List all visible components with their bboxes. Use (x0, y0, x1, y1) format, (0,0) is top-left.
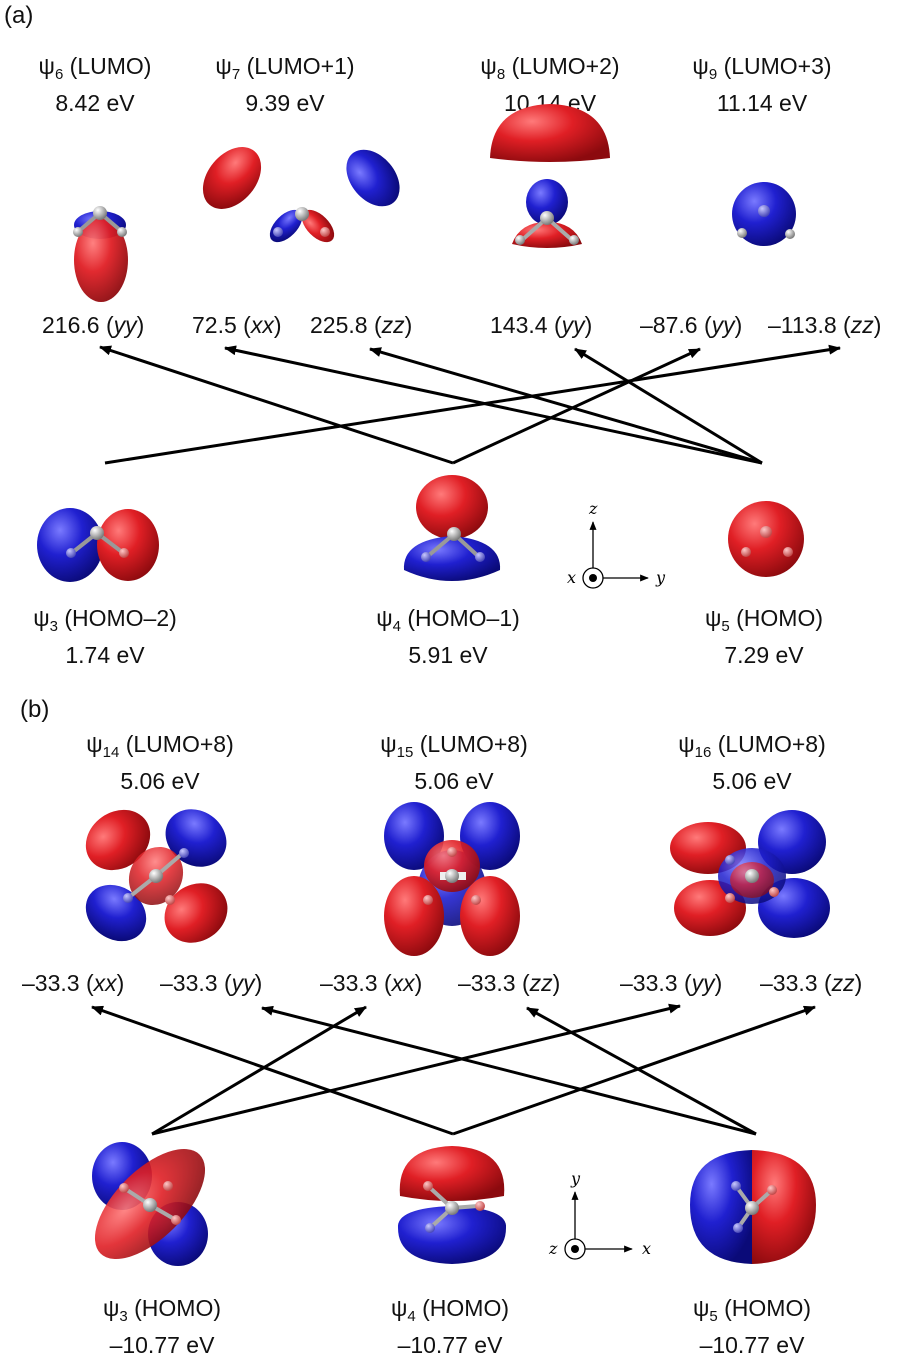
panel-a-label: (a) (4, 2, 34, 29)
arrow-b-3 (91, 1005, 454, 1136)
panel-a-value-6: –113.8 (zz) (768, 312, 882, 338)
panel-b-value-3: –33.3 (xx) (320, 970, 423, 996)
panel-a-lumo-7-label: ψ7 (LUMO+1) 9.39 eV (215, 53, 355, 116)
panel-a-lumo-7-energy: 9.39 eV (245, 90, 325, 116)
panel-b-value-6: –33.3 (zz) (760, 970, 863, 996)
axes-a: z x y (567, 499, 666, 589)
panel-b-lumo-16-energy: 5.06 eV (712, 768, 792, 794)
arrow-b-6 (526, 1006, 757, 1136)
arrow-b-2 (151, 1003, 681, 1136)
orbital-b-psi5 (690, 1150, 816, 1264)
panel-a-homo-5-label: ψ5 (HOMO) 7.29 eV (704, 605, 823, 668)
arrow-b-5 (261, 1005, 757, 1136)
panel-a-homo-4-label: ψ4 (HOMO–1) 5.91 eV (376, 605, 520, 668)
panel-b-value-1: –33.3 (xx) (22, 970, 125, 996)
panel-b-lumo-15-label: ψ15 (LUMO+8) 5.06 eV (380, 731, 528, 794)
panel-a-lumo-9-label: ψ9 (LUMO+3) 11.14 eV (692, 53, 832, 116)
axis-a-dot-label: x (567, 568, 576, 587)
panel-a-lumo-9-energy: 11.14 eV (716, 90, 808, 116)
orbital-b-psi15 (384, 802, 520, 956)
arrow-b-1 (151, 1005, 367, 1136)
axes-b: y z x (548, 1169, 651, 1260)
panel-b-lumo-16-label: ψ16 (LUMO+8) 5.06 eV (678, 731, 826, 794)
arrow-a-4 (224, 345, 763, 465)
orbital-a-psi9 (732, 182, 796, 246)
panel-a-homo-3-label: ψ3 (HOMO–2) 1.74 eV (33, 605, 177, 668)
arrows-a (99, 344, 841, 465)
orbital-a-psi7 (202, 147, 400, 243)
panel-a-homo-4-energy: 5.91 eV (408, 642, 488, 668)
orbital-a-psi8 (490, 104, 610, 248)
panel-b-value-2: –33.3 (yy) (160, 970, 263, 996)
arrow-a-5 (369, 347, 763, 465)
panel-a-value-4: 143.4 (yy) (490, 312, 593, 338)
panel-b-lumo-15-energy: 5.06 eV (414, 768, 494, 794)
panel-a-value-3: 225.8 (zz) (310, 312, 413, 338)
panel-a-value-2: 72.5 (xx) (192, 312, 282, 338)
panel-a-lumo-6-energy: 8.42 eV (55, 90, 135, 116)
axis-a-right-label: y (655, 568, 666, 587)
arrow-a-2 (99, 345, 454, 465)
panel-b-lumo-14-label: ψ14 (LUMO+8) 5.06 eV (86, 731, 234, 794)
axis-a-up-label: z (588, 499, 598, 518)
panel-a-lumo-6-label: ψ6 (LUMO) 8.42 eV (38, 53, 152, 116)
panel-a-homo-3-energy: 1.74 eV (65, 642, 145, 668)
axis-b-right-label: x (642, 1239, 651, 1258)
axis-b-up-label: y (570, 1169, 581, 1188)
panel-b-label: (b) (20, 696, 50, 723)
arrow-a-6 (574, 347, 763, 465)
orbital-b-psi16 (670, 810, 830, 938)
axis-b-dot-label: z (548, 1239, 558, 1258)
panel-b-lumo-14-energy: 5.06 eV (120, 768, 200, 794)
orbital-b-psi4 (397, 1146, 507, 1264)
orbital-b-psi14 (85, 809, 228, 943)
arrow-a-3 (452, 347, 701, 465)
panel-a-value-1: 216.6 (yy) (42, 312, 145, 338)
orbital-a-psi3 (37, 508, 159, 582)
panel-a-homo-5-energy: 7.29 eV (724, 642, 804, 668)
arrows-b (91, 1003, 816, 1136)
orbital-a-psi6 (73, 206, 128, 302)
panel-a-value-5: –87.6 (yy) (640, 312, 743, 338)
arrow-a-1 (104, 344, 841, 465)
panel-b-value-5: –33.3 (yy) (620, 970, 723, 996)
orbital-a-psi5 (728, 501, 804, 577)
orbital-a-psi4 (403, 475, 501, 581)
panel-b-value-4: –33.3 (zz) (458, 970, 561, 996)
arrow-b-4 (452, 1005, 816, 1136)
orbital-b-psi3 (92, 1142, 208, 1266)
